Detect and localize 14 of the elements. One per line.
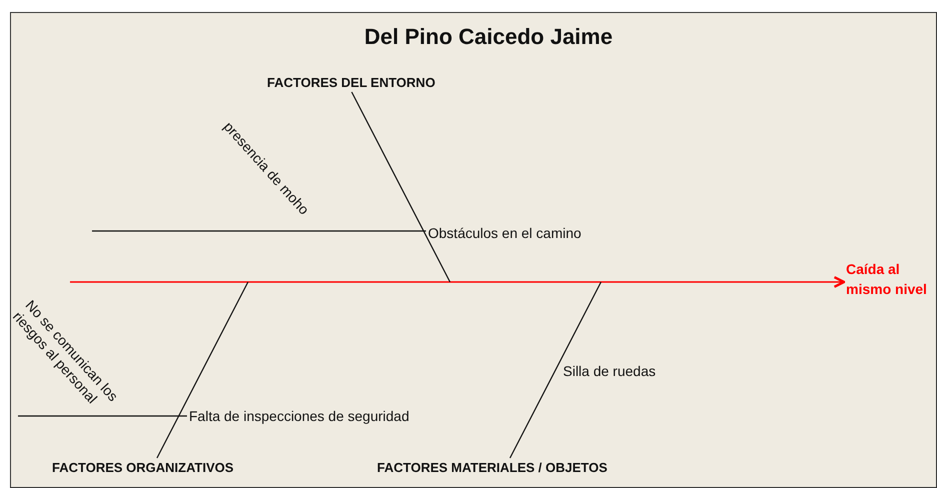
diagram-title: Del Pino Caicedo Jaime bbox=[363, 24, 614, 50]
bone-line bbox=[92, 230, 426, 232]
category-label: FACTORES MATERIALES / OBJETOS bbox=[377, 460, 608, 475]
bone-line bbox=[509, 282, 602, 458]
arrow bbox=[70, 276, 846, 288]
bone-line bbox=[18, 415, 187, 417]
cause-label: Obstáculos en el camino bbox=[428, 225, 582, 241]
bone-line bbox=[351, 92, 451, 282]
cause-label: Silla de ruedas bbox=[563, 363, 656, 379]
bone-line bbox=[156, 282, 249, 458]
cause-label: Falta de inspecciones de seguridad bbox=[189, 408, 410, 424]
category-label: FACTORES DEL ENTORNO bbox=[267, 75, 436, 90]
category-label: FACTORES ORGANIZATIVOS bbox=[52, 460, 234, 475]
effect-label: Caída al mismo nivel bbox=[846, 259, 937, 299]
